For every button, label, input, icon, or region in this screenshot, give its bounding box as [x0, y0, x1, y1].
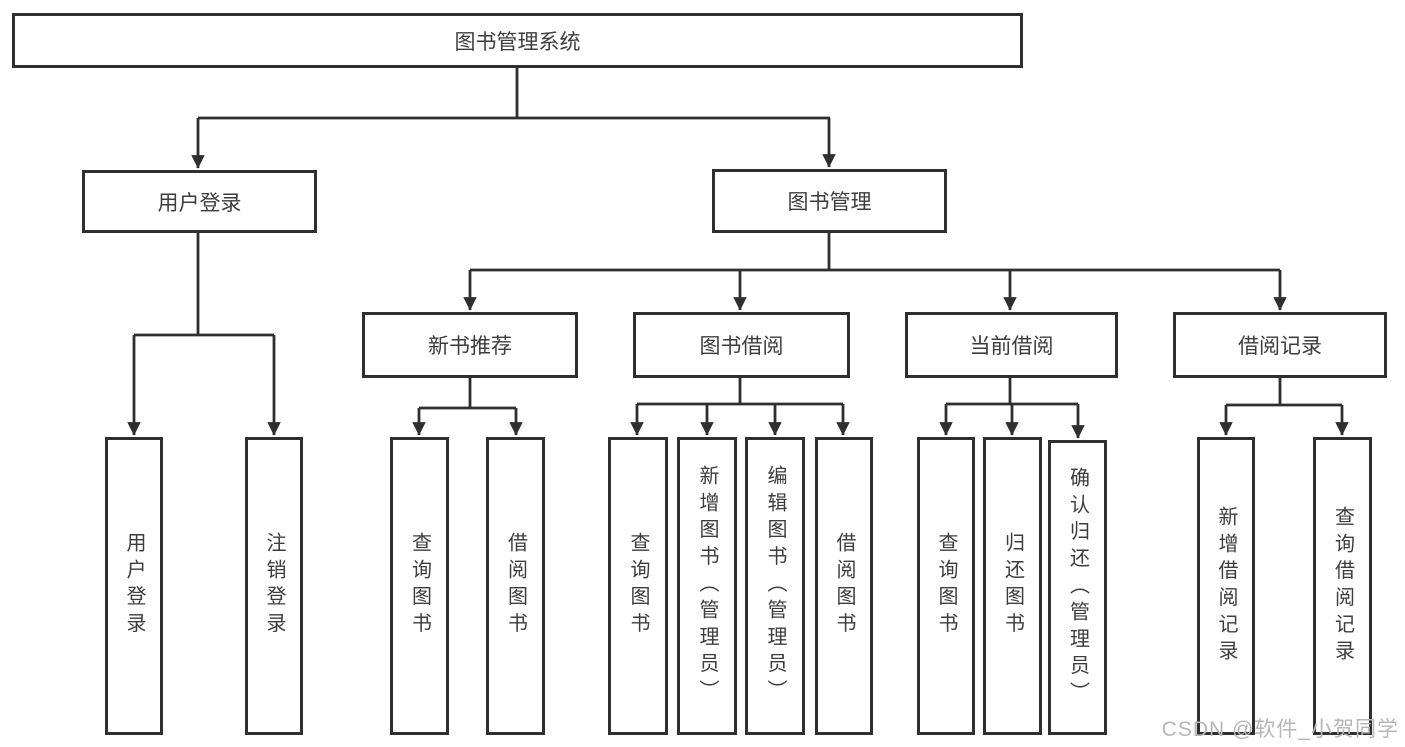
leaf-label: 新增借阅记录 — [1215, 505, 1237, 667]
leaf-label: 确认归还（管理员） — [1066, 466, 1089, 709]
leaf-label: 查询图书 — [627, 532, 649, 640]
leaf-records-add-record: 新增借阅记录 — [1197, 437, 1255, 735]
node-label: 图书管理系统 — [454, 30, 581, 54]
leaf-borrow-borrow-books: 借阅图书 — [815, 437, 873, 735]
leaf-label: 查询借阅记录 — [1331, 505, 1354, 667]
leaf-current-query-books: 查询图书 — [917, 437, 975, 735]
leaf-logout: 注销登录 — [245, 437, 303, 735]
leaf-current-confirm-return: 确认归还（管理员） — [1048, 440, 1107, 735]
node-book-borrowing: 图书借阅 — [633, 312, 850, 378]
node-new-book-recommend: 新书推荐 — [362, 312, 578, 378]
leaf-label: 借阅图书 — [833, 532, 855, 640]
node-label: 新书推荐 — [428, 335, 512, 358]
leaf-newrec-query-books: 查询图书 — [390, 437, 449, 735]
node-label: 借阅记录 — [1238, 335, 1322, 358]
node-current-borrowing: 当前借阅 — [905, 312, 1118, 378]
leaf-label: 编辑图书（管理员） — [764, 465, 786, 707]
leaf-newrec-borrow-books: 借阅图书 — [486, 437, 545, 735]
leaf-current-return-books: 归还图书 — [983, 437, 1042, 735]
node-label: 图书借阅 — [699, 335, 784, 358]
leaf-label: 新增图书（管理员） — [696, 465, 718, 707]
leaf-label: 借阅图书 — [504, 532, 527, 640]
leaf-label: 归还图书 — [1001, 532, 1024, 640]
node-label: 图书管理 — [787, 191, 872, 214]
node-book-management-system: 图书管理系统 — [12, 13, 1023, 68]
node-label: 当前借阅 — [969, 335, 1054, 358]
leaf-records-query-record: 查询借阅记录 — [1313, 437, 1372, 735]
leaf-label: 查询图书 — [935, 532, 957, 640]
node-label: 用户登录 — [157, 191, 242, 215]
leaf-label: 用户登录 — [123, 532, 145, 640]
node-user-login: 用户登录 — [82, 170, 317, 233]
node-borrowing-records: 借阅记录 — [1173, 312, 1387, 378]
node-book-management: 图书管理 — [712, 169, 947, 233]
leaf-label: 查询图书 — [408, 532, 431, 640]
leaf-borrow-add-books: 新增图书（管理员） — [677, 437, 737, 735]
watermark: CSDN @软件_小贺同学 — [1161, 718, 1399, 741]
leaf-user-login: 用户登录 — [105, 437, 163, 735]
leaf-borrow-edit-books: 编辑图书（管理员） — [745, 437, 805, 735]
leaf-label: 注销登录 — [263, 532, 285, 640]
leaf-borrow-query-books: 查询图书 — [608, 437, 668, 735]
